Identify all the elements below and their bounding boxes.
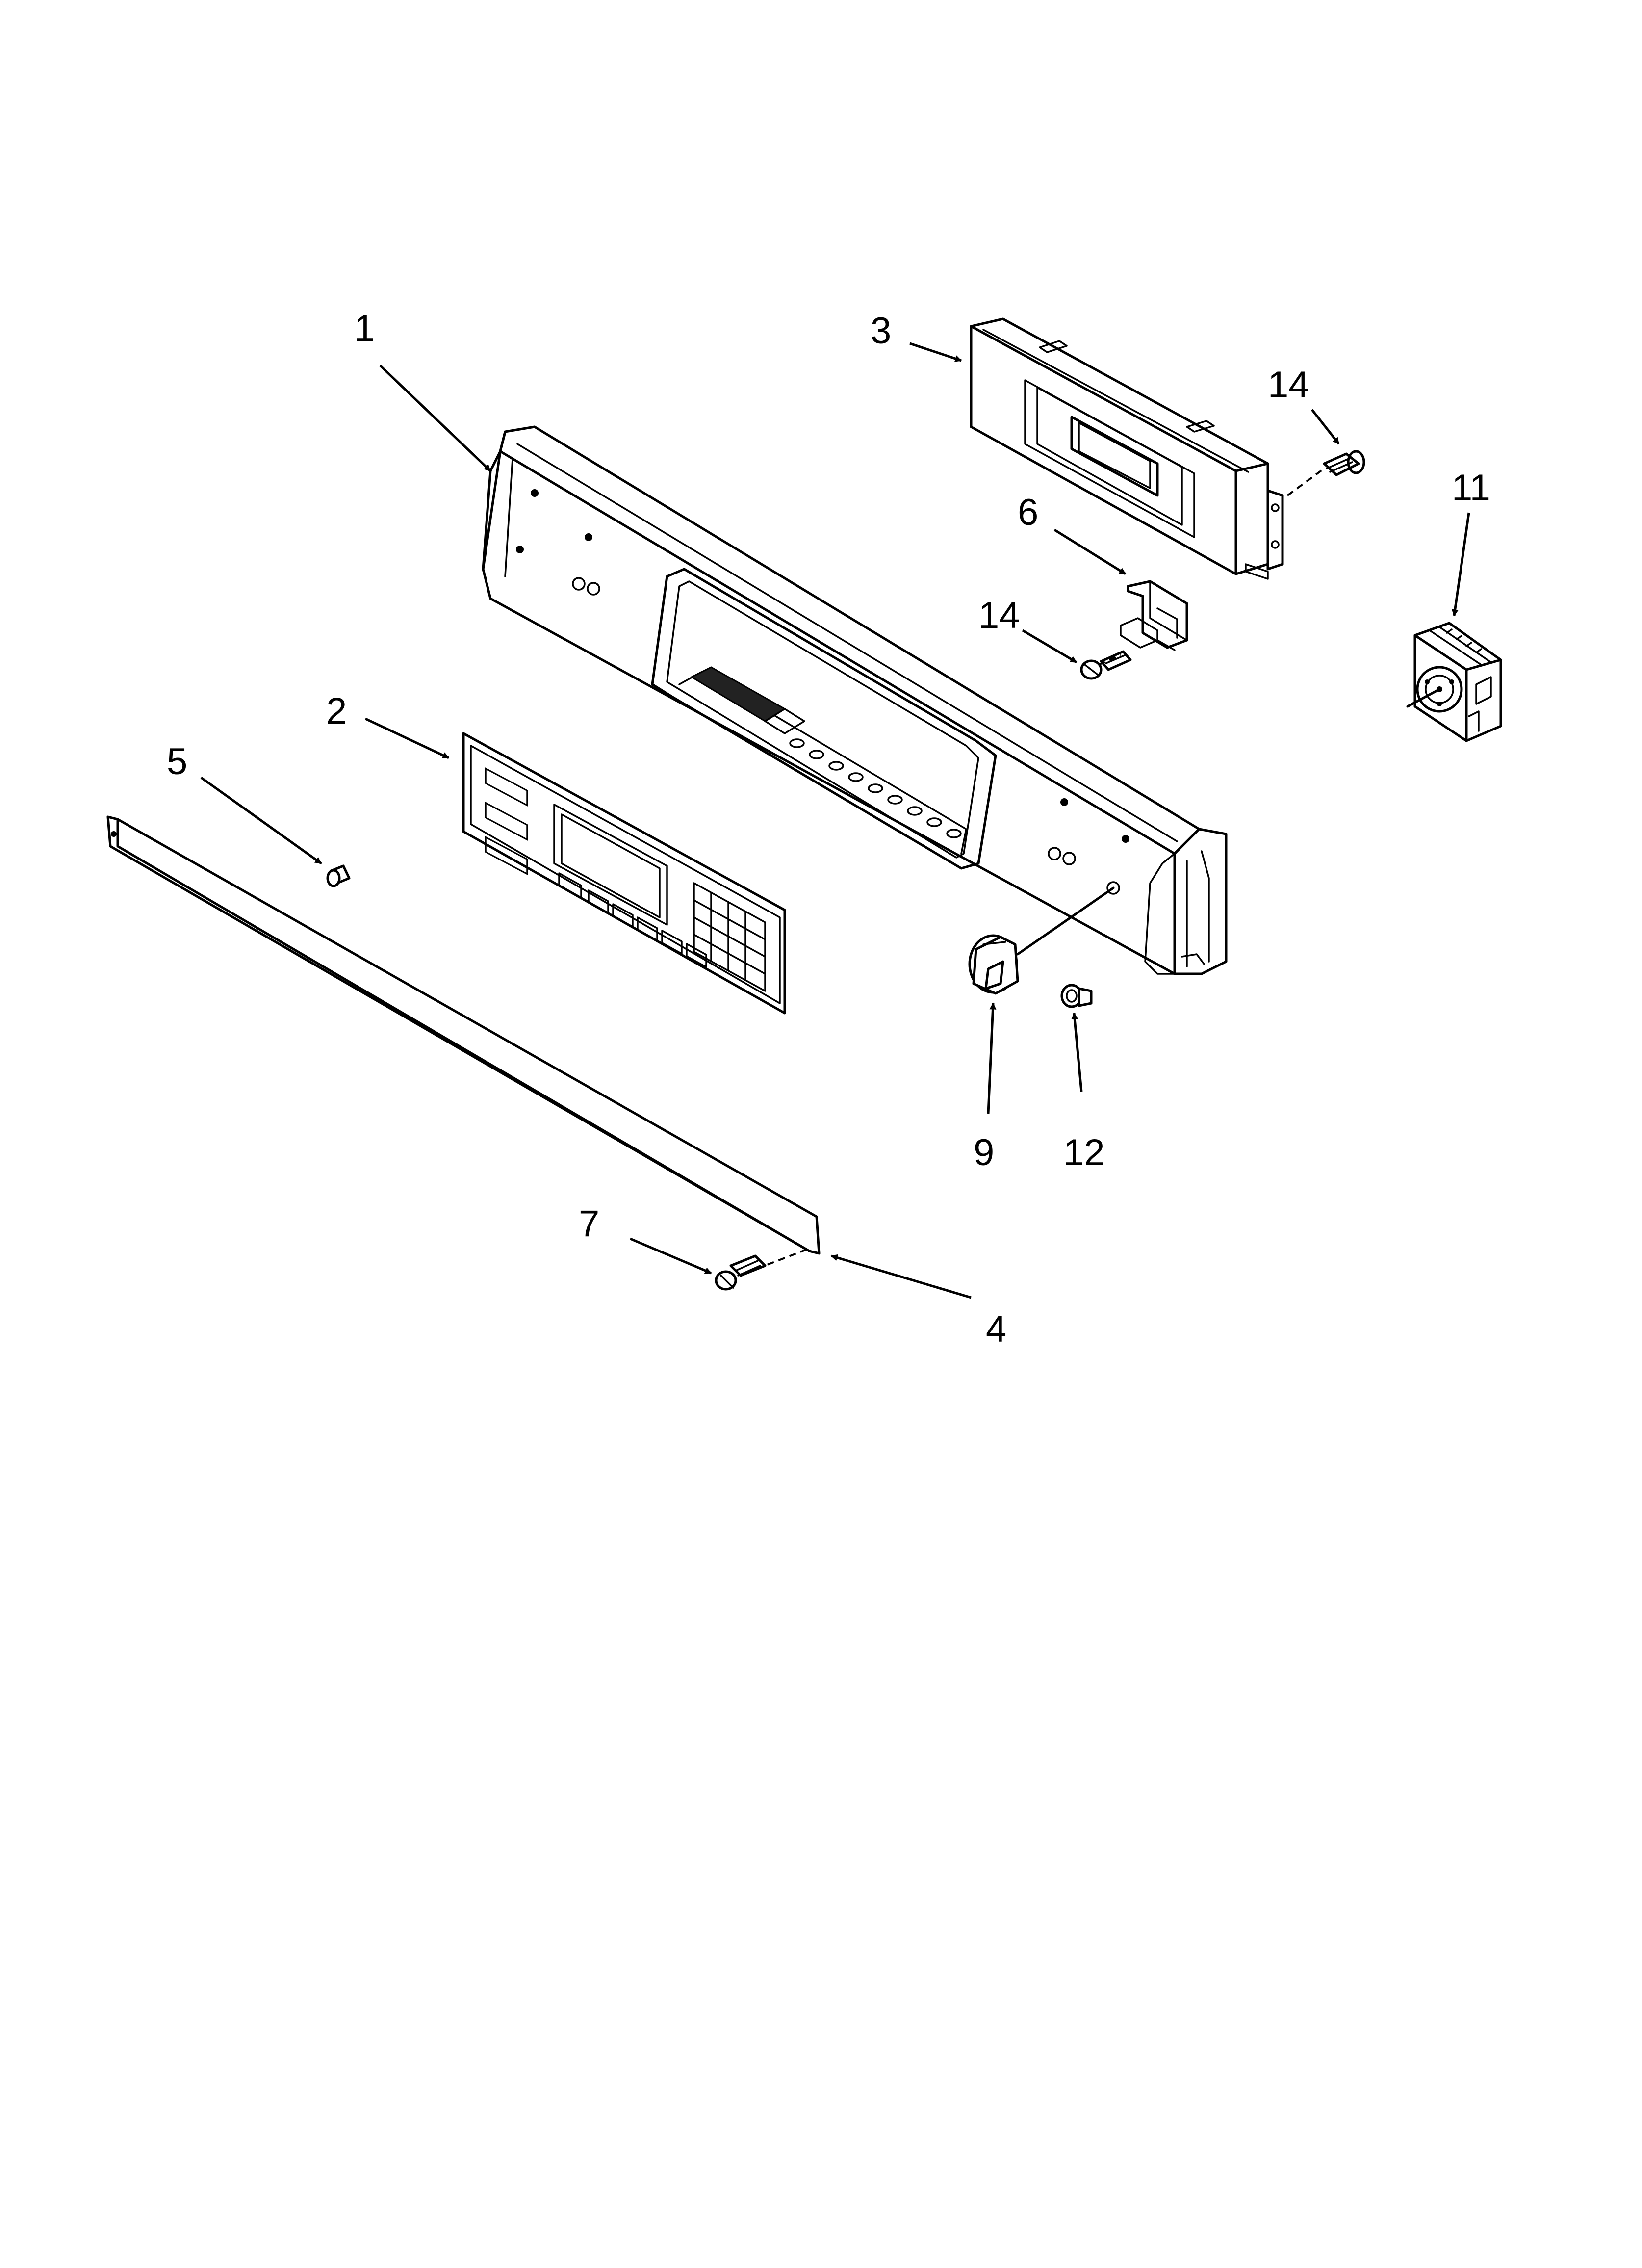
callout-4: 4 <box>986 1308 1006 1350</box>
callout-1: 1 <box>354 308 375 349</box>
switch-part-11 <box>1406 622 1502 742</box>
screw-part-14-lower <box>1080 650 1132 680</box>
callout-3: 3 <box>871 310 891 352</box>
callout-2: 2 <box>326 690 347 732</box>
assembly-lines <box>745 468 1325 1274</box>
callout-labels: 1 2 3 4 5 6 7 9 11 12 14 14 <box>167 308 1490 1350</box>
callout-12: 12 <box>1063 1132 1105 1173</box>
callout-11: 11 <box>1452 467 1490 509</box>
panel-slots <box>789 738 962 838</box>
keypad-overlay-part-2 <box>462 732 786 1015</box>
control-panel-part-1 <box>482 425 1228 975</box>
callout-14-lower: 14 <box>978 595 1020 636</box>
trim-strip-part-4 <box>106 815 821 1255</box>
callout-6: 6 <box>1018 492 1038 533</box>
knob-part-9 <box>968 934 1019 995</box>
callout-14-upper: 14 <box>1268 364 1309 406</box>
screw-part-12 <box>1060 984 1093 1008</box>
bracket-part-6 <box>1120 580 1188 651</box>
number-pad <box>693 882 766 992</box>
callout-5: 5 <box>167 741 187 782</box>
screw-part-14-upper <box>1323 450 1365 476</box>
leader-arrows <box>200 342 1470 1299</box>
callout-7: 7 <box>579 1203 599 1245</box>
screw-part-7 <box>715 1254 767 1291</box>
callout-9: 9 <box>974 1132 994 1173</box>
screw-part-5 <box>326 864 351 887</box>
control-board-part-3 <box>970 317 1284 580</box>
